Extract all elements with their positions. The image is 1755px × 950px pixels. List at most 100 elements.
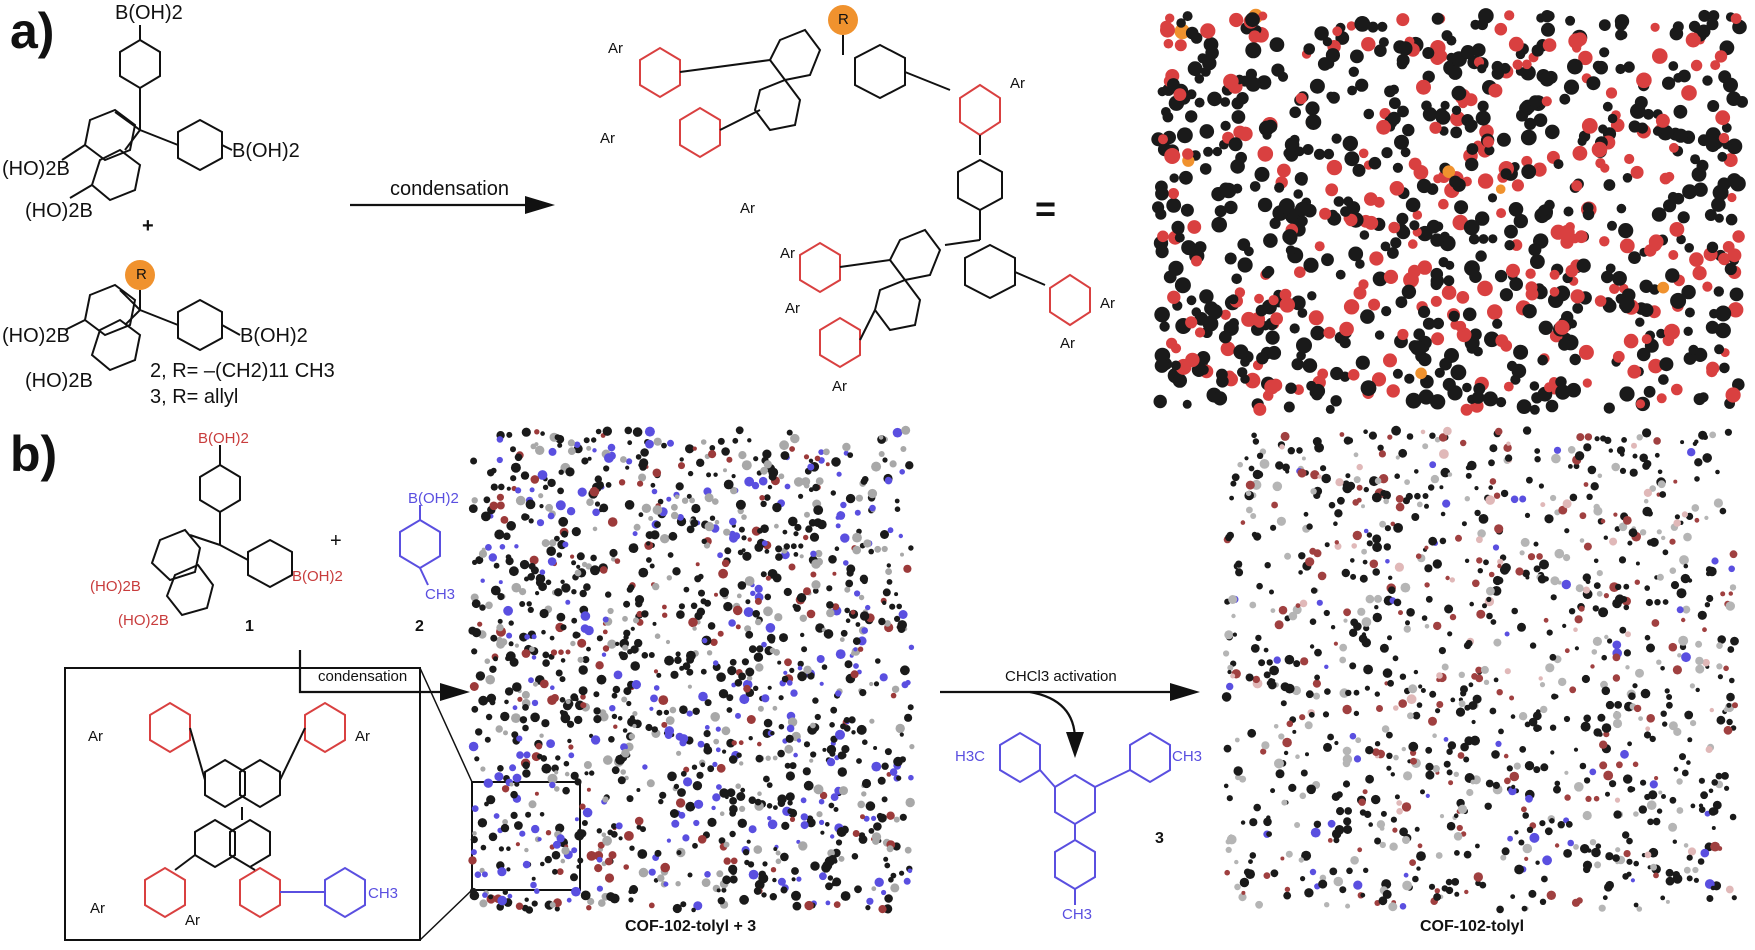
- framework-atom: [1601, 723, 1612, 733]
- framework-atom: [1346, 21, 1357, 31]
- framework-atom: [678, 603, 686, 610]
- framework-atom: [1582, 378, 1592, 388]
- framework-atom: [1514, 864, 1524, 875]
- framework-atom: [1603, 402, 1615, 414]
- framework-atom: [1225, 533, 1233, 542]
- framework-atom: [1679, 555, 1689, 565]
- framework-atom: [1187, 220, 1202, 234]
- framework-atom: [1323, 609, 1330, 617]
- framework-atom: [1677, 653, 1682, 658]
- framework-atom: [1669, 567, 1677, 574]
- framework-atom: [1404, 479, 1410, 485]
- framework-atom: [1540, 763, 1549, 772]
- framework-atom: [1424, 564, 1433, 573]
- framework-atom: [1412, 210, 1423, 220]
- framework-atom: [1510, 894, 1516, 899]
- framework-atom: [1614, 797, 1621, 803]
- framework-atom: [1388, 586, 1396, 594]
- framework-atom: [1445, 575, 1450, 581]
- framework-atom: [1335, 478, 1344, 487]
- framework-atom: [1441, 885, 1449, 892]
- framework-atom: [1429, 121, 1442, 134]
- framework-atom: [761, 641, 767, 648]
- framework-atom: [1234, 883, 1241, 891]
- framework-atom: [1410, 757, 1417, 765]
- framework-atom: [1211, 216, 1227, 233]
- framework-atom: [1153, 394, 1167, 409]
- framework-atom: [542, 651, 550, 659]
- framework-atom: [1596, 590, 1603, 597]
- framework-atom: [1474, 509, 1481, 517]
- framework-atom: [1681, 617, 1686, 623]
- framework-atom: [1574, 782, 1584, 792]
- framework-atom: [1229, 495, 1234, 501]
- framework-atom: [1510, 495, 1519, 504]
- framework-atom: [1273, 724, 1279, 729]
- framework-atom: [1342, 746, 1352, 756]
- framework-atom: [1361, 617, 1372, 627]
- framework-atom: [1695, 640, 1703, 648]
- framework-atom: [1218, 330, 1232, 344]
- framework-atom: [1679, 753, 1686, 761]
- framework-atom: [1676, 234, 1686, 245]
- framework-atom: [1372, 612, 1383, 623]
- framework-atom: [1621, 437, 1627, 443]
- framework-atom: [1439, 449, 1449, 459]
- framework-atom: [611, 556, 616, 562]
- framework-atom: [1467, 460, 1477, 471]
- framework-atom: [1276, 516, 1286, 526]
- framework-atom: [1583, 542, 1592, 551]
- framework-atom: [1645, 726, 1651, 732]
- framework-atom: [1199, 163, 1212, 175]
- framework-atom: [1537, 574, 1547, 584]
- framework-atom: [1496, 397, 1507, 408]
- framework-atom: [1269, 37, 1285, 52]
- framework-atom: [1182, 11, 1193, 22]
- framework-atom: [1448, 780, 1454, 786]
- framework-atom: [1429, 394, 1446, 410]
- framework-atom: [1593, 558, 1599, 564]
- framework-atom: [1724, 262, 1737, 276]
- framework-atom: [1657, 480, 1666, 489]
- framework-atom: [1323, 326, 1336, 339]
- inset-box: [64, 667, 421, 941]
- framework-atom: [1271, 501, 1278, 509]
- framework-atom: [1263, 119, 1278, 134]
- framework-atom: [1559, 93, 1571, 105]
- framework-atom: [1717, 674, 1723, 680]
- framework-atom: [1368, 431, 1377, 440]
- framework-atom: [1228, 294, 1239, 305]
- framework-atom: [1662, 549, 1669, 556]
- framework-atom: [1336, 791, 1343, 798]
- framework-atom: [1506, 263, 1520, 278]
- inset-ar-4: Ar: [185, 912, 200, 929]
- framework-atom: [1601, 686, 1611, 696]
- framework-atom: [1334, 825, 1345, 835]
- framework-atom: [1535, 725, 1542, 732]
- framework-atom: [1420, 429, 1426, 435]
- framework-atom: [1182, 148, 1194, 160]
- framework-atom: [1252, 675, 1261, 684]
- framework-atom: [1673, 104, 1688, 119]
- framework-atom: [1396, 58, 1408, 70]
- framework-atom: [540, 861, 545, 867]
- framework-atom: [1632, 761, 1639, 768]
- a-bottom-left-group: (HO)2B: [2, 325, 70, 347]
- framework-atom: [1245, 42, 1262, 59]
- framework-atom: [1460, 45, 1475, 60]
- reactant-a-bottom-structure: [64, 260, 241, 372]
- reactant-b2-structure: [399, 505, 441, 586]
- framework-atom: [1715, 469, 1720, 475]
- framework-atom: [1418, 684, 1423, 689]
- framework-atom: [1398, 699, 1407, 708]
- framework-atom: [1169, 173, 1179, 183]
- framework-atom: [1316, 599, 1323, 606]
- framework-atom: [880, 530, 889, 539]
- framework-atom: [1483, 679, 1490, 685]
- framework-atom: [1352, 499, 1359, 506]
- framework-atom: [1683, 843, 1689, 848]
- b1-top-group: B(OH)2: [198, 430, 249, 447]
- framework-atom: [1522, 812, 1529, 819]
- framework-atom: [1696, 24, 1711, 39]
